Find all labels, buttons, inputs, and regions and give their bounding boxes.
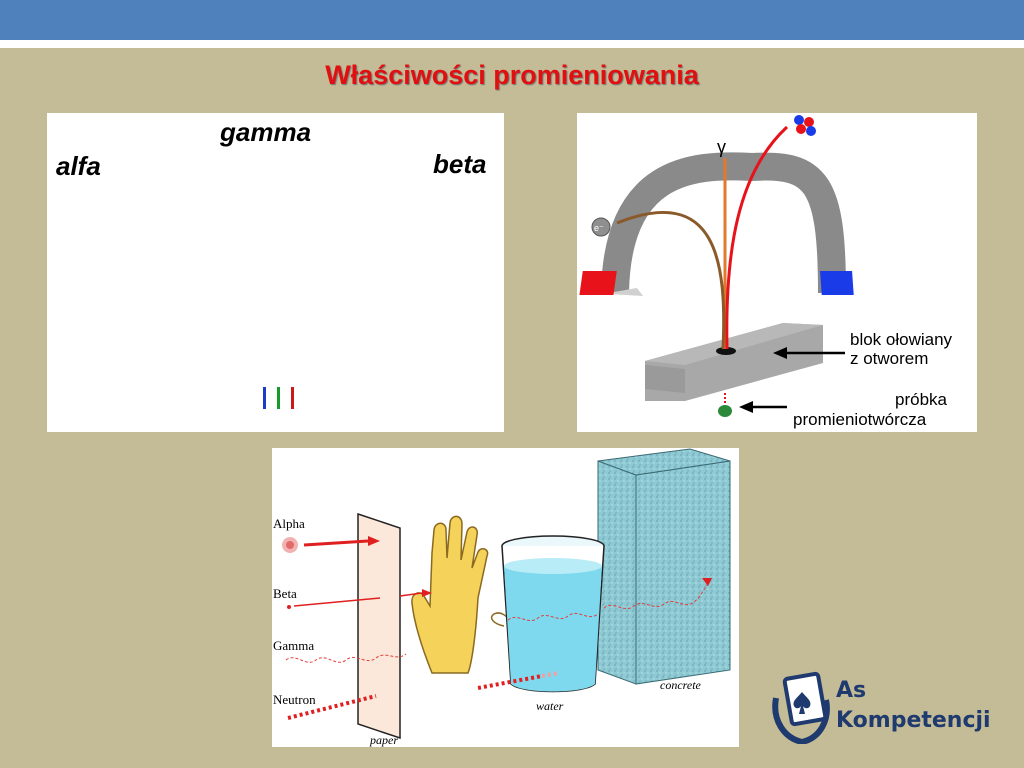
logo-emblem — [772, 671, 830, 744]
lead-block-top — [645, 323, 823, 365]
alpha-proton — [796, 124, 806, 134]
slide-title: Właściwości promieniowania — [325, 60, 699, 90]
concrete-block-front — [597, 460, 637, 685]
hand — [411, 515, 489, 674]
logo-text-line2: Kompetencji — [836, 708, 991, 733]
magnetic-deflection-panel: γ e⁻ blok ołowiany z otworem próbka prom… — [577, 113, 977, 432]
lead-block-label-line2: z otworem — [850, 349, 928, 368]
horseshoe-magnet — [601, 152, 846, 294]
electron-particle — [591, 217, 611, 237]
lead-block-arrowhead — [773, 347, 787, 359]
magnet-south-pole — [820, 271, 854, 295]
alpha-particle-core — [286, 541, 294, 549]
water-surface — [504, 558, 602, 574]
alpha-neutron — [806, 126, 816, 136]
beta-label: Beta — [273, 586, 297, 601]
water-label: water — [536, 699, 564, 713]
gamma-label: gamma — [220, 117, 312, 147]
header-divider — [0, 40, 1024, 48]
beta-particle — [287, 605, 291, 609]
beta-arrowhead — [422, 589, 432, 597]
concrete-label: concrete — [660, 678, 702, 692]
beta-label: beta — [433, 149, 487, 179]
gamma-stripe — [277, 387, 280, 409]
alfa-label: alfa — [56, 151, 101, 181]
lead-block-hole — [716, 347, 736, 355]
beta-ray-2 — [399, 592, 423, 597]
magnet-north-pole — [579, 271, 617, 295]
lead-block-label-line1: blok ołowiany — [850, 330, 953, 349]
gamma-symbol: γ — [717, 137, 726, 157]
penetration-panel: Alpha Beta Gamma Neutron paper water con… — [272, 448, 739, 747]
magnetic-deflection-diagram: γ e⁻ blok ołowiany z otworem próbka prom… — [579, 115, 953, 429]
alpha-arrowhead — [368, 536, 380, 546]
paper-label: paper — [369, 733, 398, 747]
lead-block-side — [645, 323, 823, 401]
radioactive-sample — [718, 405, 732, 417]
beta-stripe — [291, 387, 294, 409]
gamma-ray — [285, 581, 711, 663]
neutron-label: Neutron — [273, 692, 316, 707]
sample-label-line2: promieniotwórcza — [793, 410, 927, 429]
gamma-arrowhead — [702, 578, 712, 586]
alpha-neutron — [794, 115, 804, 125]
alpha-ray — [725, 125, 789, 350]
sample-arrowhead — [739, 401, 753, 413]
spade-icon — [793, 692, 811, 714]
electron-label: e⁻ — [594, 223, 604, 233]
penetration-diagram: Alpha Beta Gamma Neutron paper water con… — [273, 448, 731, 747]
alpha-ray — [303, 539, 369, 547]
top-header-bar — [0, 0, 1024, 40]
water — [504, 566, 602, 692]
alpha-proton — [804, 117, 814, 127]
alpha-stripe — [263, 387, 266, 409]
neutron-ray-2 — [477, 674, 543, 690]
gamma-label: Gamma — [273, 638, 314, 653]
paper-sheet — [357, 512, 401, 740]
logo-text-line1: As — [836, 678, 867, 703]
sample-label-line1: próbka — [895, 390, 948, 409]
neutron-ray-fade — [541, 671, 559, 678]
beta-ray — [293, 597, 381, 607]
concrete-block-top — [597, 448, 731, 476]
alpha-label: Alpha — [273, 516, 305, 531]
beta-ray — [616, 210, 726, 350]
lead-block-front — [645, 365, 685, 393]
concrete-block-side — [635, 460, 731, 685]
radiation-types-panel: alfa gamma beta — [47, 113, 504, 432]
